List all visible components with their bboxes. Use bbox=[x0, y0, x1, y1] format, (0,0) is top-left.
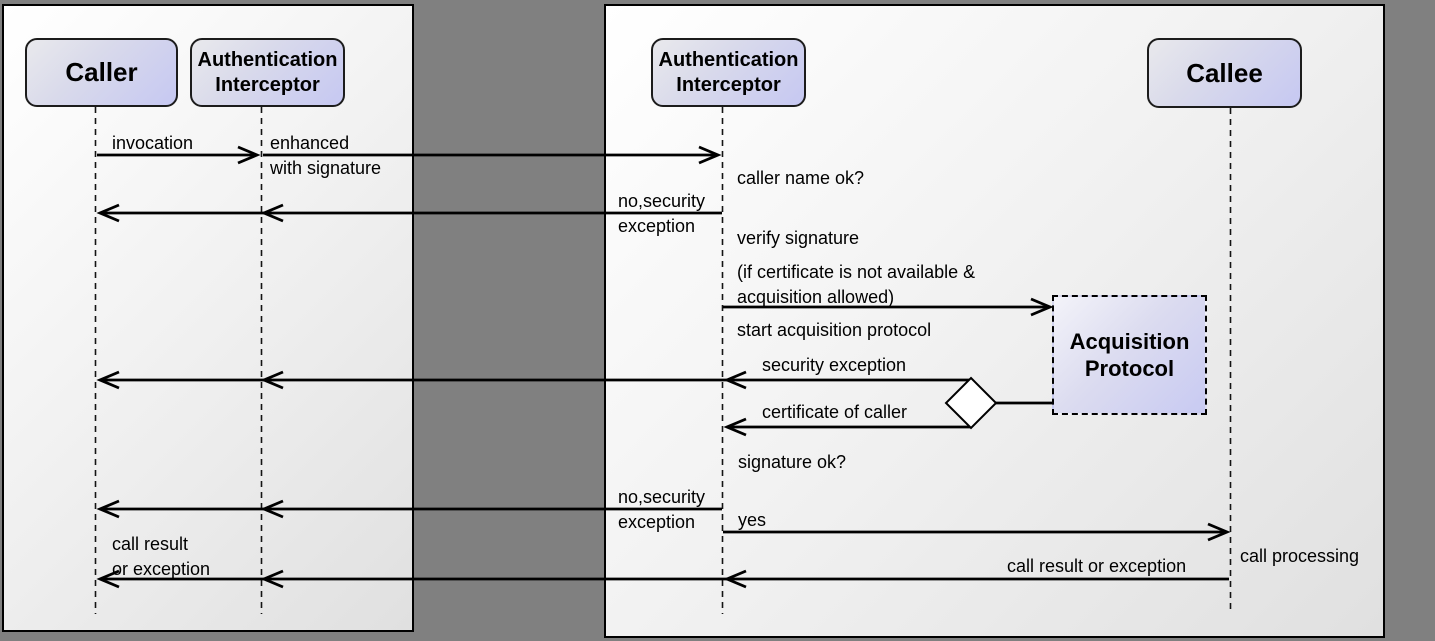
label-security-exception: security exception bbox=[762, 355, 907, 375]
label-invocation: invocation bbox=[112, 133, 194, 153]
label-call-result-or-exception: call result or exception bbox=[1007, 556, 1187, 576]
label-verify-signature: verify signature bbox=[737, 228, 860, 248]
label-no-security-exception-2: no,security exception bbox=[618, 487, 706, 532]
actor-box-callee: Callee bbox=[1147, 38, 1302, 108]
label-signature-ok: signature ok? bbox=[738, 452, 847, 472]
arrow-certificate-of-caller bbox=[723, 417, 971, 437]
label-call-processing: call processing bbox=[1240, 546, 1360, 566]
actor-box-authentication-interceptor-right: Authentication Interceptor bbox=[651, 38, 806, 107]
label-certificate-of-caller: certificate of caller bbox=[762, 402, 908, 422]
acquisition-protocol-box: Acquisition Protocol bbox=[1052, 295, 1207, 415]
arrow-invocation bbox=[97, 145, 261, 165]
arrow-enhanced-with-signature bbox=[263, 145, 722, 165]
label-caller-name-ok: caller name ok? bbox=[737, 168, 865, 188]
actor-box-caller: Caller bbox=[25, 38, 178, 107]
label-enhanced-with-signature: enhanced with signature bbox=[270, 133, 382, 178]
label-start-acquisition-protocol: start acquisition protocol bbox=[737, 320, 932, 340]
decision-diamond-icon bbox=[944, 376, 998, 430]
arrow-call-result-or-exception bbox=[96, 569, 1229, 589]
caller-side-panel bbox=[2, 4, 414, 632]
arrow-no-security-exception-2 bbox=[96, 499, 722, 519]
label-yes: yes bbox=[738, 510, 767, 530]
arrow-no-security-exception-1 bbox=[96, 203, 722, 223]
label-certificate-condition: (if certificate is not available & acqui… bbox=[737, 262, 976, 307]
label-call-result-left: call result or exception bbox=[112, 534, 211, 579]
arrow-start-acquisition-protocol bbox=[723, 297, 1054, 317]
actor-box-authentication-interceptor-left: Authentication Interceptor bbox=[190, 38, 345, 107]
arrow-security-exception bbox=[96, 370, 971, 390]
label-no-security-exception-1: no,security exception bbox=[618, 191, 706, 236]
arrow-yes bbox=[723, 522, 1231, 542]
